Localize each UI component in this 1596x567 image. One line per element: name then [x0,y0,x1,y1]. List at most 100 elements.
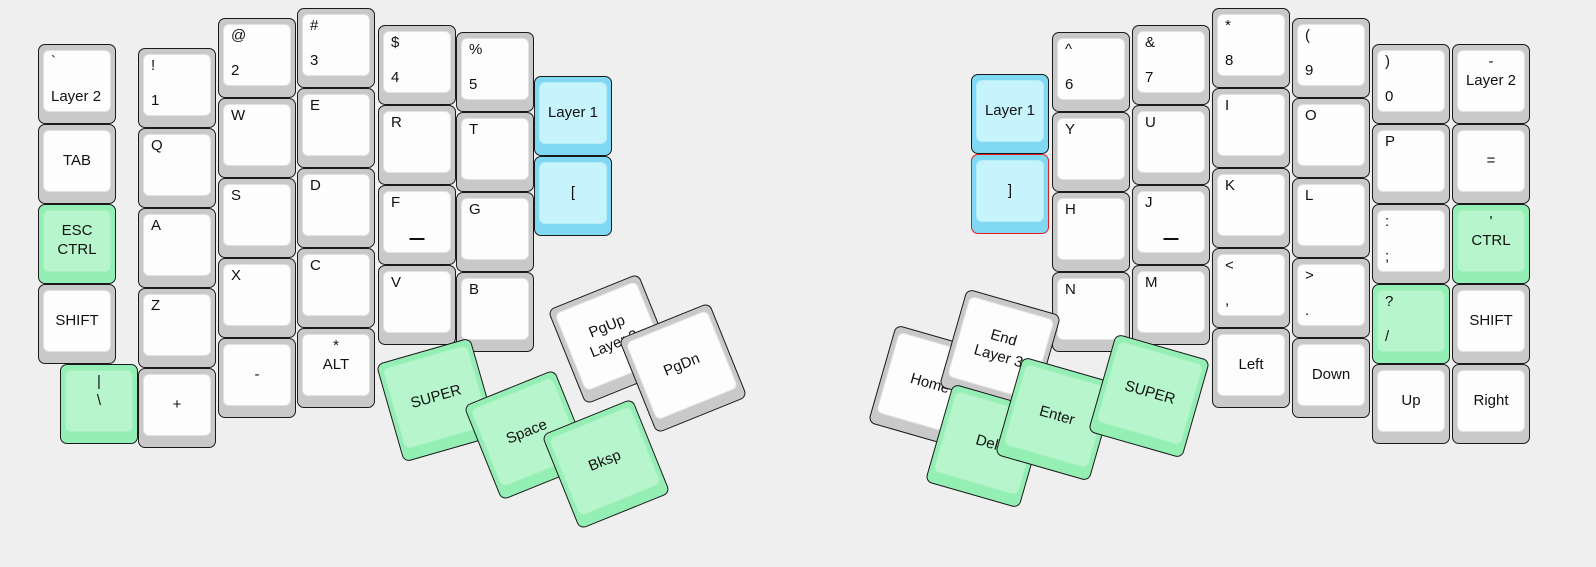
key-g[interactable]: G [456,192,534,272]
key-down[interactable]: Down [1292,338,1370,418]
key-v[interactable]: V [378,265,456,345]
key-y[interactable]: Y [1052,112,1130,192]
key-ctrl[interactable]: 'CTRL [1452,204,1530,284]
keycap-surface: SUPER [1095,340,1204,446]
key-legend-secondary: > [1305,267,1314,284]
key-legend: 0 [1385,88,1394,106]
key-legend: [ [570,183,576,201]
key-up[interactable]: Up [1372,364,1450,444]
key-left[interactable]: Left [1212,328,1290,408]
key-d[interactable]: D [297,168,375,248]
key-sym[interactable]: <, [1212,248,1290,328]
key-s[interactable]: S [218,178,296,258]
key-legend: 5 [469,76,478,94]
keycap-surface: Z [143,294,211,356]
key-sym[interactable]: ?/ [1372,284,1450,364]
key-legend-secondary: ^ [1065,41,1073,58]
key-q[interactable]: Q [138,128,216,208]
key-sym[interactable]: >. [1292,258,1370,338]
key-legend: H [1065,201,1076,218]
key-layer-2[interactable]: -Layer 2 [1452,44,1530,124]
key-4[interactable]: $4 [378,25,456,105]
key-h[interactable]: H [1052,192,1130,272]
key-shift[interactable]: SHIFT [38,284,116,364]
key-t[interactable]: T [456,112,534,192]
key-layer-1[interactable]: Layer 1 [534,76,612,156]
key-shift[interactable]: SHIFT [1452,284,1530,364]
key-tab[interactable]: TAB [38,124,116,204]
key-f[interactable]: F [378,185,456,265]
keycap-surface: <, [1217,254,1285,316]
key-legend: Q [151,137,163,154]
keycap-surface: P [1377,130,1445,192]
key-p[interactable]: P [1372,124,1450,204]
key-3[interactable]: #3 [297,8,375,88]
key-w[interactable]: W [218,98,296,178]
key-x[interactable]: X [218,258,296,338]
key-legend: U [1145,114,1156,131]
keycap-surface: E [302,94,370,156]
keycap-surface: *ALT [302,334,370,396]
keycap-surface: J [1137,191,1205,253]
keycap-surface: %5 [461,38,529,100]
key-legend: V [391,274,402,291]
key-legend: Left [1238,355,1264,373]
key-legend: B [469,281,480,298]
key-sym[interactable]: [ [534,156,612,236]
key-layer-2[interactable]: `Layer 2 [38,44,116,124]
key-u[interactable]: U [1132,105,1210,185]
key-legend: TAB [62,151,92,169]
key-2[interactable]: @2 [218,18,296,98]
key-7[interactable]: &7 [1132,25,1210,105]
key-layer-1[interactable]: Layer 1 [971,74,1049,154]
keycap-surface: O [1297,104,1365,166]
key-right[interactable]: Right [1452,364,1530,444]
key-a[interactable]: A [138,208,216,288]
key-esc-ctrl[interactable]: ESC CTRL [38,204,116,284]
key-legend-secondary: < [1225,257,1234,274]
keycap-surface: #3 [302,14,370,76]
key-legend: 3 [310,52,319,70]
key-j[interactable]: J [1132,185,1210,265]
key-z[interactable]: Z [138,288,216,368]
key-legend-secondary: ? [1385,293,1394,310]
key-legend: G [469,201,481,218]
key-alt[interactable]: *ALT [297,328,375,408]
key-legend: M [1145,274,1158,291]
key-sym[interactable]: ] [971,154,1049,234]
key-k[interactable]: K [1212,168,1290,248]
key-sym[interactable]: = [1452,124,1530,204]
key-legend-secondary: ! [151,57,156,74]
keycap-surface: ESC CTRL [43,210,111,272]
key-sym[interactable]: :; [1372,204,1450,284]
key-r[interactable]: R [378,105,456,185]
key-legend: ; [1385,248,1390,266]
keycap-surface: G [461,198,529,260]
key-6[interactable]: ^6 [1052,32,1130,112]
keycap-surface: L [1297,184,1365,246]
key-5[interactable]: %5 [456,32,534,112]
keycap-surface: SHIFT [1457,290,1525,352]
key-e[interactable]: E [297,88,375,168]
keycap-surface: ] [976,160,1044,222]
key-l[interactable]: L [1292,178,1370,258]
key-m[interactable]: M [1132,265,1210,345]
key-0[interactable]: )0 [1372,44,1450,124]
key-super[interactable]: SUPER [1087,333,1211,459]
key-c[interactable]: C [297,248,375,328]
keycap-surface: + [143,374,211,436]
key-sym[interactable]: - [218,338,296,418]
keycap-surface: (9 [1297,24,1365,86]
keycap-surface: Q [143,134,211,196]
key-1[interactable]: !1 [138,48,216,128]
key-9[interactable]: (9 [1292,18,1370,98]
key-legend: T [469,121,479,138]
key-8[interactable]: *8 [1212,8,1290,88]
key-i[interactable]: I [1212,88,1290,168]
keycap-surface: X [223,264,291,326]
key-b[interactable]: B [456,272,534,352]
key-o[interactable]: O [1292,98,1370,178]
key-sym[interactable]: |\ [60,364,138,444]
keycap-surface: !1 [143,54,211,116]
key-sym[interactable]: + [138,368,216,448]
